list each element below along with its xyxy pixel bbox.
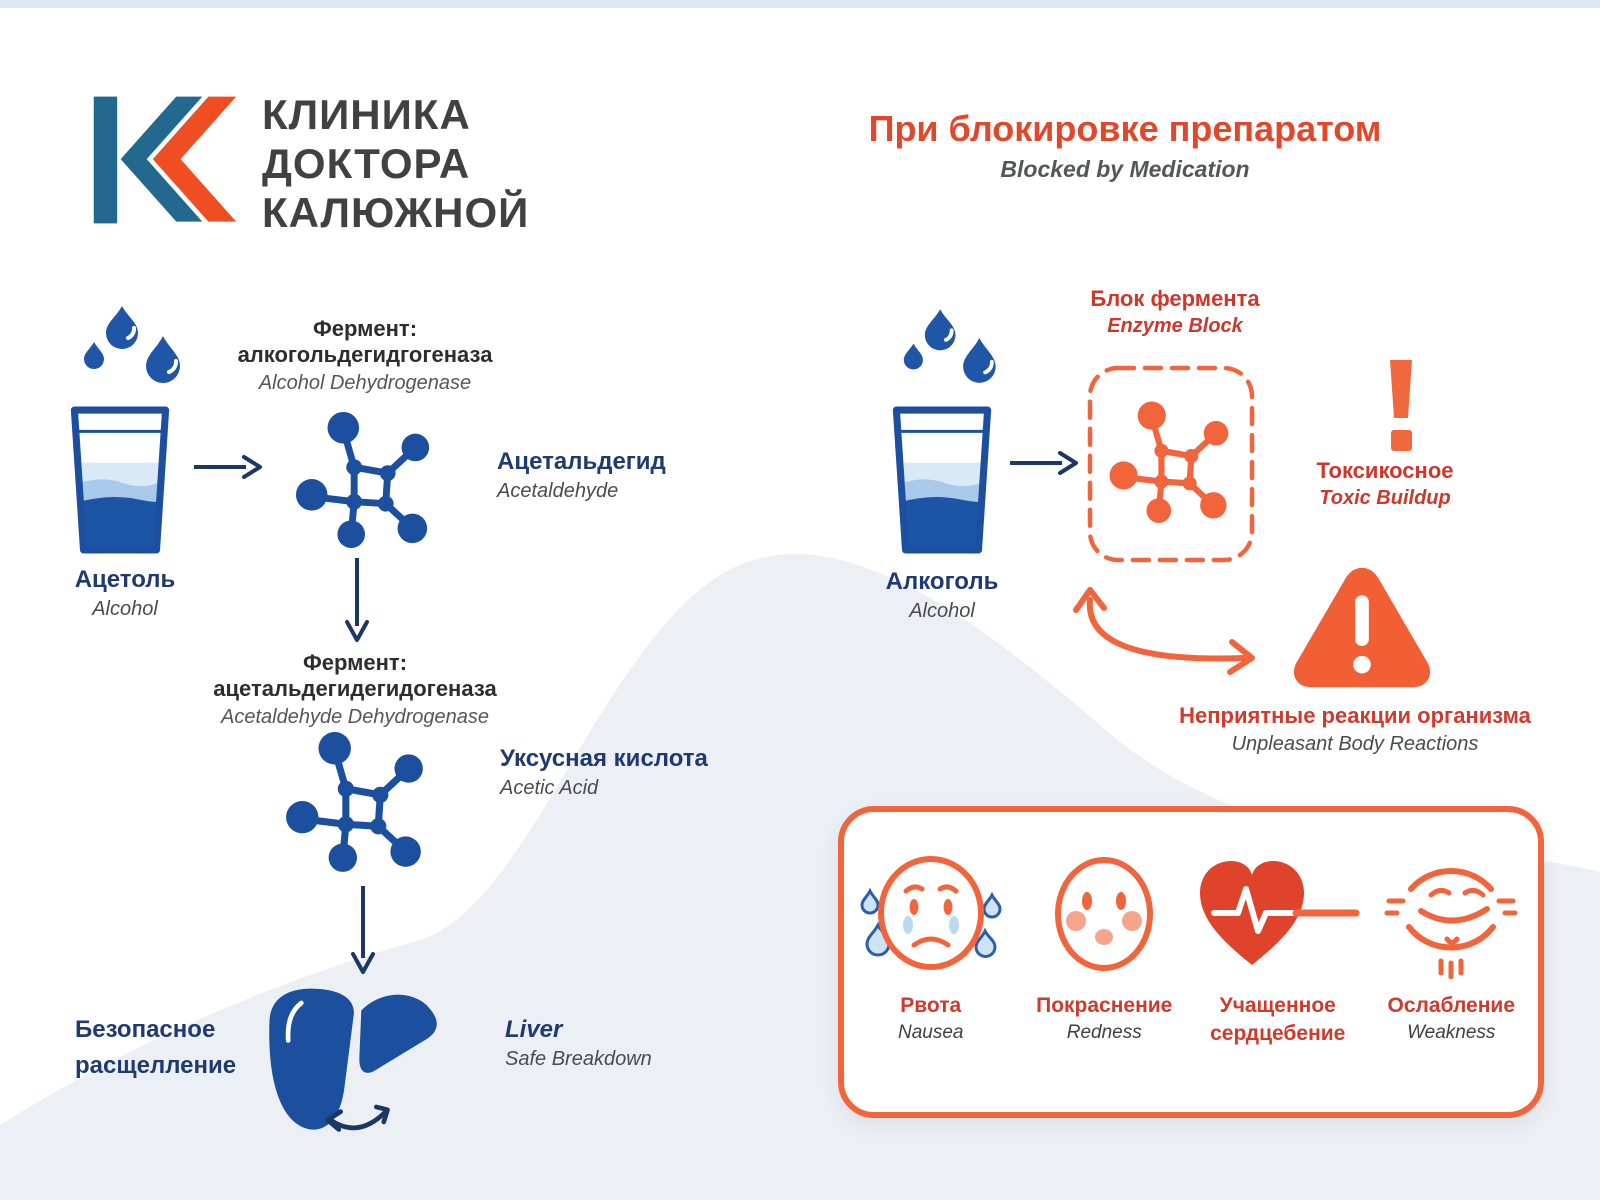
right-title-ru: При блокировке препаратом (868, 108, 1382, 149)
right-section-title: При блокировке препаратом Blocked by Med… (835, 108, 1415, 183)
product2-en: Acetic Acid (500, 777, 599, 799)
left-source-ru: Ацетоль (74, 566, 176, 593)
toxic-buildup-label: Токсикосное Toxic Buildup (1270, 458, 1500, 510)
arrow-down-icon (345, 558, 369, 642)
alcohol-drops-icon (84, 306, 180, 383)
liver-icon (269, 988, 437, 1132)
enzyme2-label: Фермент: ацетальдегидегидогеназа Acetald… (165, 650, 545, 729)
symptom-weakness-en: Weakness (1407, 1022, 1496, 1043)
enzyme1-ru: Фермент: алкогольдегидгогеназа (237, 316, 493, 367)
toxic-en: Toxic Buildup (1319, 487, 1451, 509)
acetaldehyde-molecule-icon (295, 411, 430, 549)
enzyme1-label: Фермент: алкогольдегидгогеназа Alcohol D… (185, 316, 545, 395)
arrow-right-icon (1010, 451, 1078, 475)
safe-breakdown-label: Безопасное расщелление (75, 1016, 236, 1080)
product1-label: Ацетальдегид Acetaldehyde (497, 448, 666, 503)
blocked-molecule-icon (1109, 401, 1229, 523)
product2-ru: Уксусная кислота (500, 745, 708, 772)
clinic-logo-icon (93, 96, 237, 224)
product1-en: Acetaldehyde (497, 480, 619, 502)
right-source-label: Алкоголь Alcohol (852, 568, 1032, 623)
reactions-label: Неприятные реакции организма Unpleasant … (1150, 703, 1560, 756)
right-source-en: Alcohol (909, 600, 975, 622)
symptom-redness-ru: Покраснение (1036, 994, 1173, 1017)
enzyme1-en: Alcohol Dehydrogenase (258, 372, 472, 394)
clinic-name: КЛИНИКА ДОКТОРА КАЛЮЖНОЙ (262, 90, 529, 237)
liver-label: Liver Safe Breakdown (505, 1016, 652, 1071)
arrow-right-icon (194, 455, 262, 479)
symptom-heartbeat-ru-line2: сердцебение (1210, 1022, 1346, 1045)
liver-en: Liver (505, 1016, 563, 1043)
enzyme-block-en: Enzyme Block (1107, 315, 1243, 337)
enzyme-block-label: Блок фермента Enzyme Block (1040, 286, 1310, 338)
left-source-en: Alcohol (92, 598, 158, 620)
clinic-name-line3: КАЛЮЖНОЙ (262, 189, 530, 236)
symptom-nausea-en: Nausea (898, 1022, 964, 1043)
weakness-face-icon (1383, 844, 1519, 984)
alcohol-glass-icon (70, 406, 170, 554)
exclamation-icon (1390, 360, 1412, 451)
symptom-redness: Покраснение Redness (1018, 812, 1192, 1112)
alcohol-drops-icon (903, 309, 996, 383)
symptom-heartbeat-ru-line1: Учащенное (1219, 994, 1336, 1017)
safe-breakdown-ru-line2: расщелление (75, 1052, 237, 1079)
heartbeat-icon (1192, 844, 1364, 984)
left-source-label: Ацетоль Alcohol (30, 566, 220, 621)
clinic-name-line2: ДОКТОРА (262, 140, 471, 187)
nausea-face-icon (856, 844, 1006, 984)
enzyme2-en: Acetaldehyde Dehydrogenase (221, 706, 489, 728)
reactions-en: Unpleasant Body Reactions (1231, 733, 1479, 755)
reactions-ru: Неприятные реакции организма (1179, 703, 1531, 728)
enzyme-block-dashed-box (1087, 365, 1255, 563)
curved-arrow-icon (1073, 587, 1255, 675)
right-source-ru: Алкоголь (885, 568, 999, 595)
enzyme2-ru: Фермент: ацетальдегидегидогеназа (213, 650, 497, 701)
toxic-ru: Токсикосное (1316, 458, 1454, 483)
symptom-weakness-ru: Ослабление (1387, 994, 1516, 1017)
arrow-down-icon (351, 886, 375, 974)
alcohol-glass-icon (892, 406, 992, 554)
top-strip (0, 0, 1600, 8)
acetic-acid-molecule-icon (286, 732, 423, 872)
symptom-redness-en: Redness (1066, 1022, 1142, 1043)
symptoms-panel: Рвота Nausea Покраснение Redness (838, 806, 1544, 1118)
redness-face-icon (1044, 844, 1164, 984)
safe-breakdown-ru-line1: Безопасное (75, 1016, 216, 1043)
liver-sub-en: Safe Breakdown (505, 1048, 652, 1070)
product2-label: Уксусная кислота Acetic Acid (500, 745, 708, 800)
warning-triangle-icon (1293, 567, 1431, 688)
right-title-en: Blocked by Medication (1000, 156, 1250, 182)
symptom-nausea: Рвота Nausea (844, 812, 1018, 1112)
clinic-name-line1: КЛИНИКА (262, 91, 471, 138)
enzyme-block-ru: Блок фермента (1090, 286, 1260, 311)
symptom-heartbeat: Учащенное сердцебение (1191, 812, 1365, 1112)
symptom-weakness: Ослабление Weakness (1365, 812, 1539, 1112)
symptom-nausea-ru: Рвота (900, 994, 962, 1017)
product1-ru: Ацетальдегид (497, 448, 666, 475)
